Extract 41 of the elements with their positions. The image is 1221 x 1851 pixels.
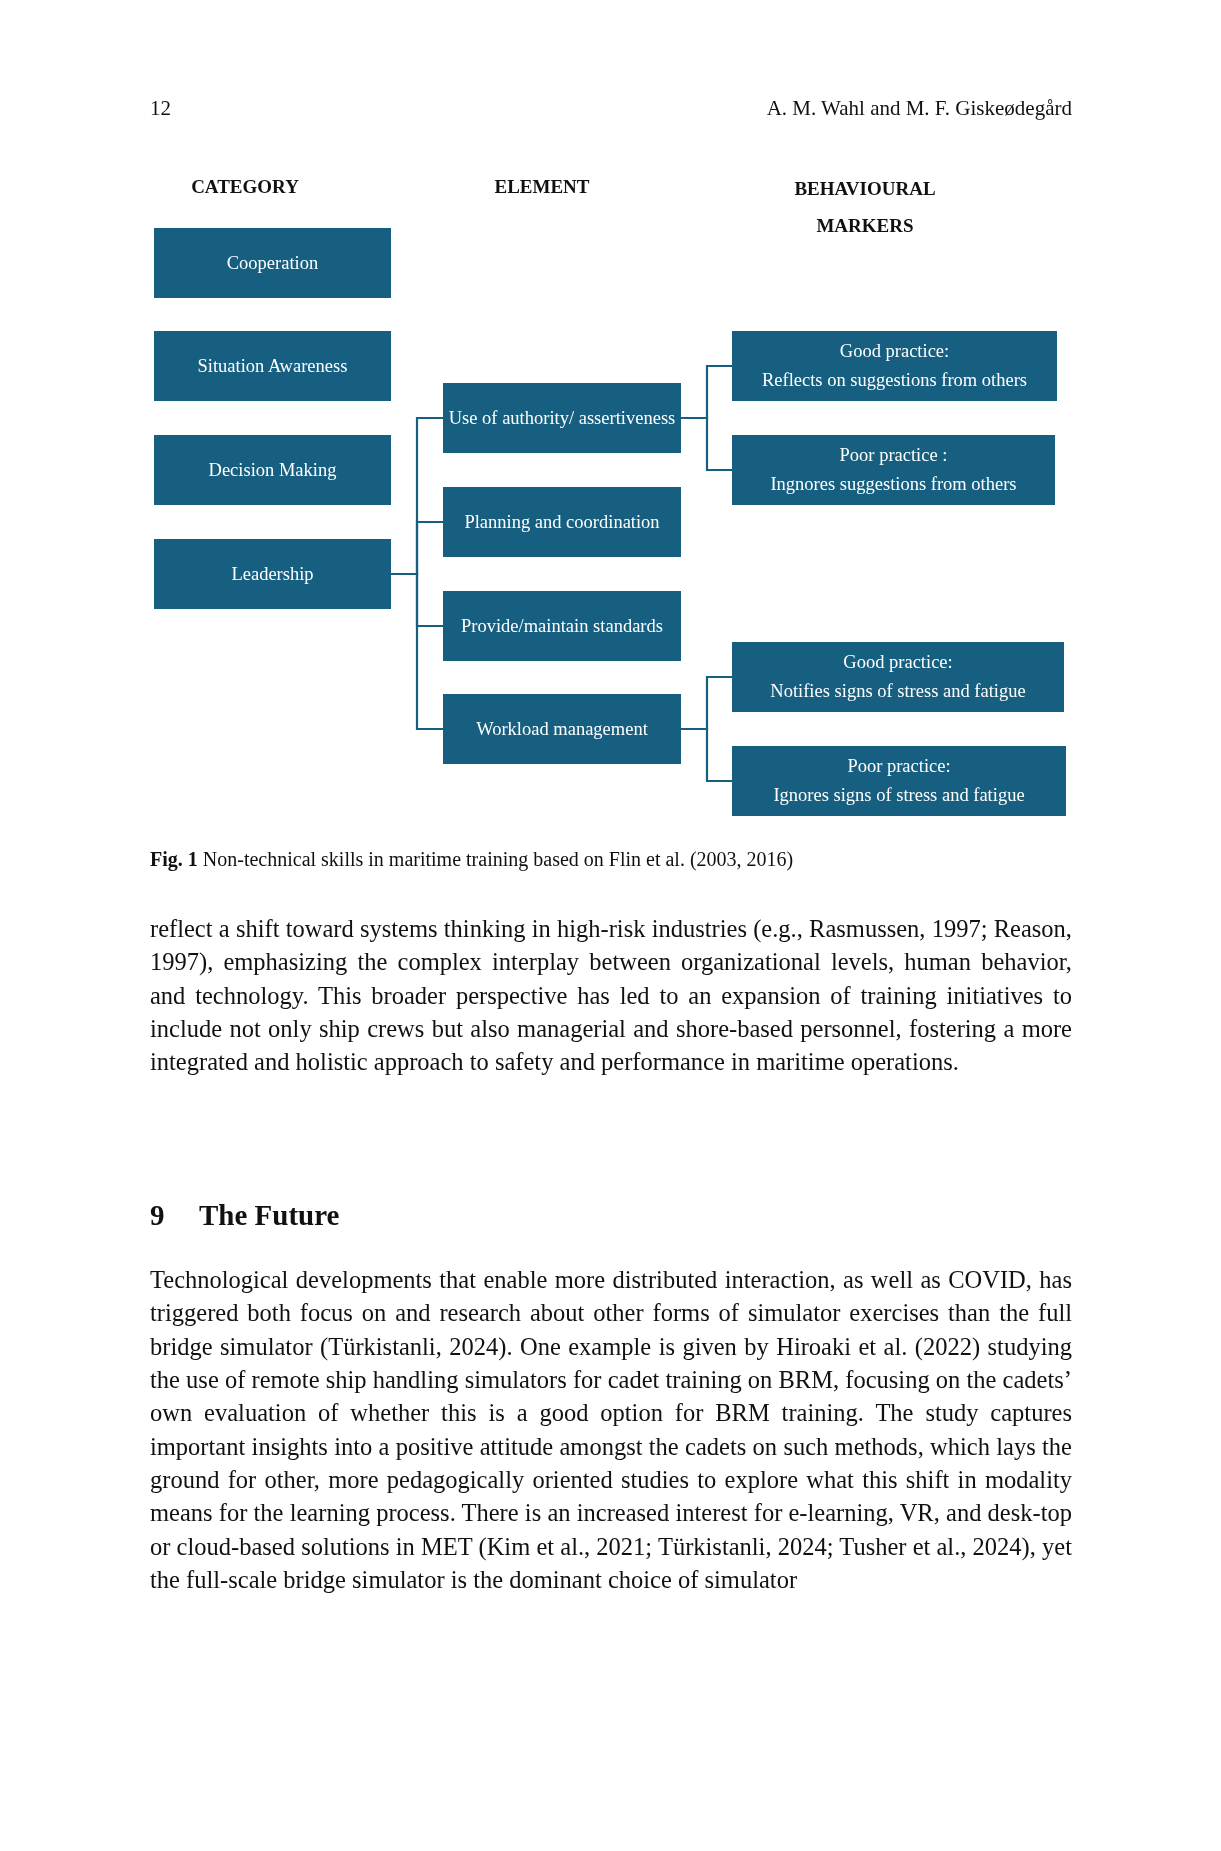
- category-box: [732, 435, 1055, 505]
- box-label: Ingnores suggestions from others: [770, 473, 1017, 496]
- page-number: 12: [150, 96, 172, 122]
- box-label: Decision Making: [208, 459, 337, 481]
- box-label: Use of authority/ assertiveness: [448, 407, 676, 429]
- running-header: A. M. Wahl and M. F. Giskeødegård: [765, 96, 1072, 122]
- box-label: Leadership: [231, 563, 314, 585]
- category-box: [443, 487, 681, 557]
- category-box: [732, 746, 1066, 816]
- column-heading: BEHAVIOURAL MARKERS: [793, 177, 937, 239]
- category-box: [154, 435, 391, 505]
- box-label: Planning and coordination: [464, 511, 660, 533]
- box-label: Provide/maintain standards: [461, 615, 663, 637]
- body-paragraph: reflect a shift toward systems thinking in high-risk industries (e.g., Rasmussen, 1997; Reason, 1997), emphasizing the complex interplay between organizational levels, human behavior, and technology. This broader perspective has led to an expansion of training initiatives to include not only ship crews but also managerial and shore-based personnel, fostering a more integrated and holistic approach to safety and performance in maritime operations.: [150, 914, 1072, 1078]
- section-number: 9: [150, 1198, 166, 1233]
- box-label: Cooperation: [226, 252, 319, 274]
- body-paragraph: Technological developments that enable more distributed interaction, as well as COVID, has triggered both focus on and research about other forms of simulator exercises than the full bridge simulator (Türkistanli, 2024). One example is given by Hiroaki et al. (2022) studying the use of remote ship handling simulators for cadet training on BRM, focusing on the cadets’ own evaluation of whether this is a good option for BRM training. The study captures important insights into a positive attitude amongst the cadets on such methods, which lays the ground for other, more pedagogically oriented studies to explore what this shift in modality means for the learning process. There is an increased interest for e-learning, VR, and desk-top or cloud-based solutions in MET (Kim et al., 2021; Türkistanli, 2024; Tusher et al., 2024), yet the full-scale bridge simulator is the dominant choice of simulator: [150, 1265, 1072, 1595]
- box-label: Situation Awareness: [197, 355, 348, 377]
- category-box: [732, 331, 1057, 401]
- connector-line: [681, 416, 732, 472]
- figure-caption: Fig. 1 Non-technical skills in maritime training based on Flin et al. (2003, 2016): [150, 848, 794, 871]
- box-label: Notifies signs of stress and fatigue: [770, 680, 1026, 703]
- section-heading: The Future: [199, 1198, 341, 1233]
- box-label: Reflects on suggestions from others: [761, 369, 1028, 392]
- category-box: [154, 228, 391, 298]
- column-heading: CATEGORY: [190, 176, 300, 199]
- category-box: [154, 331, 391, 401]
- category-box: [443, 694, 681, 764]
- connector-line: [391, 572, 443, 731]
- category-box: [443, 591, 681, 661]
- box-label: Ignores signs of stress and fatigue: [773, 784, 1025, 807]
- box-label: Poor practice :: [839, 444, 948, 467]
- category-box: [443, 383, 681, 453]
- category-box: [154, 539, 391, 609]
- column-heading: ELEMENT: [493, 176, 591, 199]
- box-label: Good practice:: [839, 340, 950, 363]
- category-box: [732, 642, 1064, 712]
- box-label: Workload management: [476, 718, 648, 740]
- box-label: Poor practice:: [847, 755, 951, 778]
- box-label: Good practice:: [843, 651, 953, 674]
- connector-line: [681, 727, 732, 783]
